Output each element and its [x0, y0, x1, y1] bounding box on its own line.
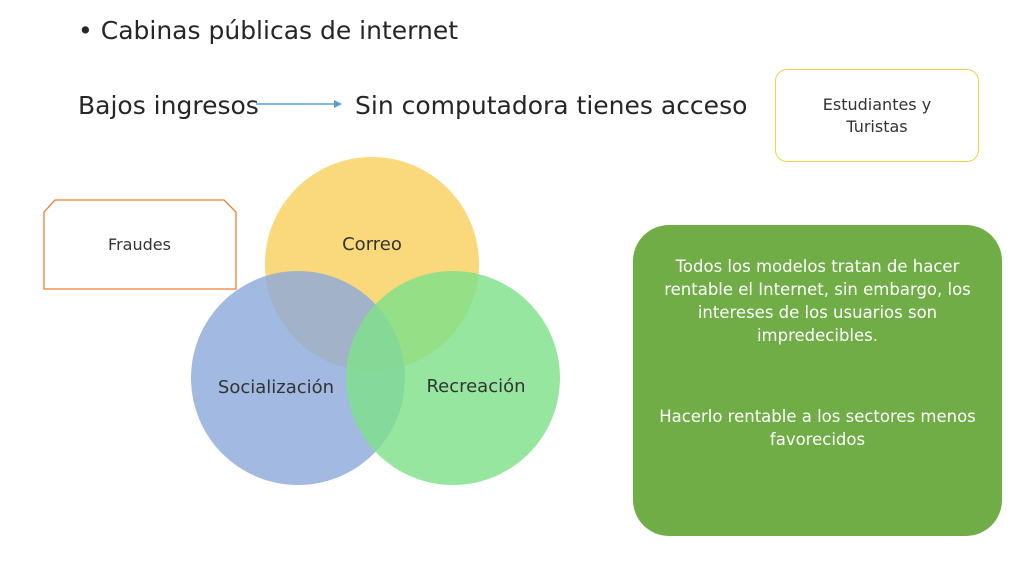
bullet-icon: •: [78, 16, 93, 45]
green-box-paragraph-1: Todos los modelos tratan de hacer rentab…: [664, 257, 971, 345]
students-label: Estudiantes y Turistas: [822, 94, 932, 136]
right-arrow-icon: [256, 100, 342, 108]
bullet-title: •Cabinas públicas de internet: [78, 16, 458, 45]
flow-right-text: Sin computadora tienes acceso: [355, 91, 748, 120]
green-box-paragraph-2: Hacerlo rentable a los sectores menos fa…: [659, 407, 976, 449]
venn-circle-left: [191, 271, 405, 485]
bullet-text: Cabinas públicas de internet: [100, 16, 459, 45]
venn-circle-right: [346, 271, 560, 485]
flow-left-text: Bajos ingresos: [78, 91, 259, 120]
fraudes-box-shape: [43, 199, 237, 290]
fraudes-label: Fraudes: [108, 234, 171, 254]
venn-diagram: Correo Socialización Recreación: [191, 157, 560, 485]
green-info-box: Todos los modelos tratan de hacer rentab…: [633, 225, 1002, 536]
venn-label-left: Socialización: [218, 377, 334, 398]
students-box: Estudiantes y Turistas: [775, 69, 979, 162]
venn-label-top: Correo: [342, 234, 402, 255]
venn-label-right: Recreación: [426, 376, 525, 397]
